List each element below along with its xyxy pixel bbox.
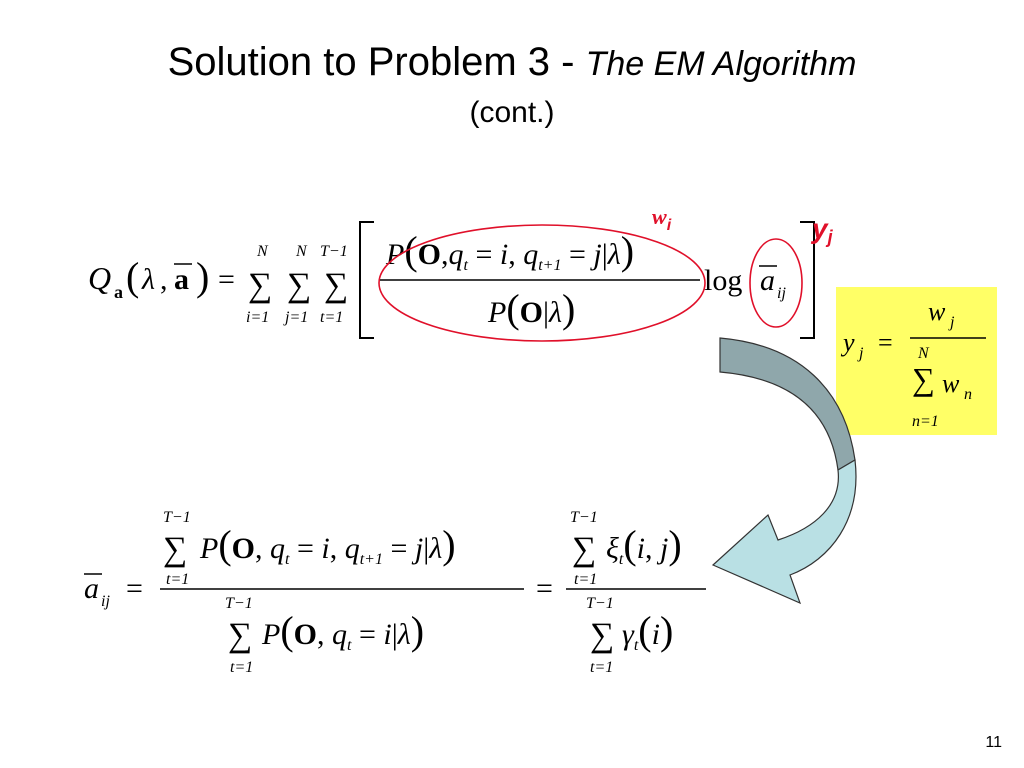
yellow-box [836,287,997,435]
eq1-denominator: P(O|λ) [487,286,575,331]
sum3-top: T−1 [320,243,348,260]
right-bracket [800,221,815,339]
yj-num-sub: j [948,314,955,331]
sum2-top: N [295,243,308,260]
yj-ellipse [749,238,803,328]
a-bar-sub: ij [777,285,786,302]
eq2-den-sum-top: T−1 [225,595,253,612]
arrow-lower-band [711,459,857,605]
q-comma: , [160,263,168,296]
page-number: 11 [985,734,1002,751]
yj-den-sub: n [964,386,972,403]
slide-subtitle: (cont.) [469,96,555,129]
eq2-rhs-den-sum-top: T−1 [586,595,614,612]
eq2-rhs-den-sum-bottom: t=1 [590,659,613,676]
yj-label: yj [810,213,834,247]
sum1-bottom: i=1 [246,309,269,326]
equation-a-bar: a ij = T−1 ∑ t=1 P(O, qt = i, qt+1 = j|λ… [84,509,706,676]
yj-equals: = [878,328,893,357]
log-text: log [704,264,742,297]
eq2-num-sum-bottom: t=1 [166,571,189,588]
wi-label: wi [652,204,672,234]
eq2-rhs-num-sum-bottom: t=1 [574,571,597,588]
q-lambda: λ [141,263,155,296]
yj-sum-sign: ∑ [912,361,935,397]
eq2-den-sum-bottom: t=1 [230,659,253,676]
eq2-num-sum-sign: ∑ [163,531,187,568]
eq1-numerator: P(O,qt = i, qt+1 = j|λ) [385,228,634,274]
wi-ellipse [378,224,706,342]
eq2-equals-1: = [126,572,143,605]
arrow-upper-band [719,337,856,471]
sum3-bottom: t=1 [320,309,343,326]
eq2-numerator: P(O, qt = i, qt+1 = j|λ) [199,522,456,568]
yj-lhs: y [840,328,855,357]
eq2-rhs-num-sum-top: T−1 [570,509,598,526]
sum2-bottom: j=1 [283,309,308,326]
q-subscript: a [114,282,123,302]
eq2-equals-2: = [536,572,553,605]
eq2-den-sum-sign: ∑ [228,617,252,654]
yj-sum-top: N [917,345,930,362]
yj-den: w [942,369,960,398]
yj-sum-bottom: n=1 [912,413,939,430]
q-a-bold: a [174,263,189,296]
right-paren: ) [196,254,209,299]
q-symbol: Q [88,260,111,296]
yj-equation: y j = w j N ∑ n=1 w n [840,297,986,430]
eq2-denominator: P(O, qt = i|λ) [261,608,424,654]
sum3-sign: ∑ [324,267,348,304]
eq2-rhs-denominator: γt(i) [622,608,673,654]
eq2-rhs-den-sum-sign: ∑ [590,617,614,654]
eq2-lhs: a [84,572,99,605]
left-bracket [359,221,374,339]
title-main: Solution to Problem 3 - [167,40,586,84]
eq1-equals: = [218,263,235,296]
eq2-rhs-numerator: ξt(i, j) [606,522,682,568]
slide-title: Solution to Problem 3 - The EM Algorithm [0,40,1024,86]
sum2-sign: ∑ [287,267,311,304]
eq2-num-sum-top: T−1 [163,509,191,526]
a-bar: a [760,264,775,297]
yj-num: w [928,297,946,326]
left-paren: ( [126,254,139,299]
eq2-rhs-num-sum-sign: ∑ [572,531,596,568]
title-italic: The EM Algorithm [585,45,857,83]
sum1-sign: ∑ [248,267,272,304]
eq2-lhs-sub: ij [101,593,110,610]
sum1-top: N [256,243,269,260]
yj-lhs-sub: j [857,345,864,362]
